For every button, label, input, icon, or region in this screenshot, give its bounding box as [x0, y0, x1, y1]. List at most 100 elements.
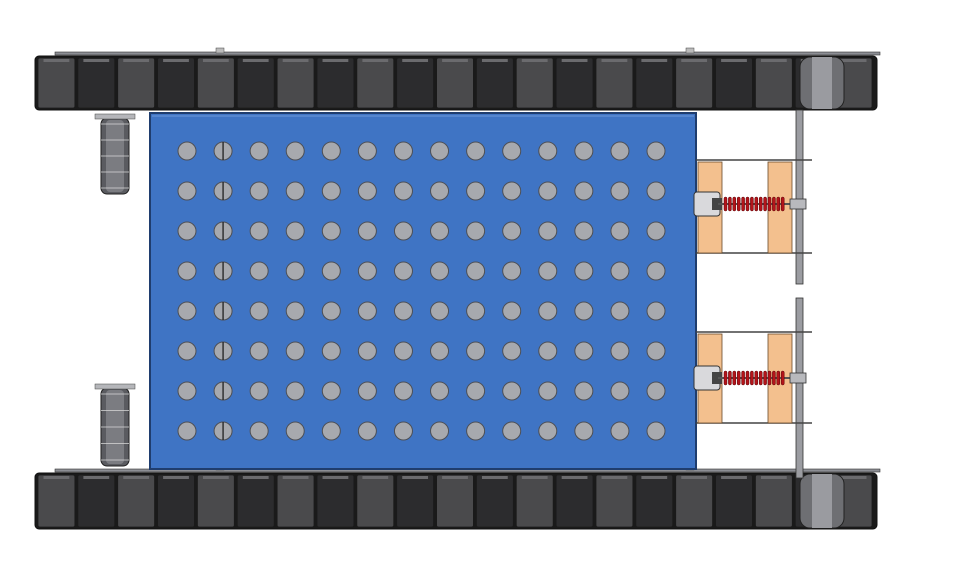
plate-hole — [393, 421, 413, 441]
plate-hole — [393, 301, 413, 321]
top-rim-pin — [685, 47, 695, 54]
plate-hole — [249, 181, 269, 201]
spring-coil — [736, 370, 741, 386]
spring-coil — [754, 196, 759, 212]
plate-hole — [393, 181, 413, 201]
bottom-track-pad-highlight — [163, 476, 189, 479]
plate-hole — [249, 141, 269, 161]
spring-coil — [728, 196, 732, 212]
bottom-track-pad — [396, 474, 434, 528]
spring-coil — [745, 370, 750, 386]
bottom-track-pad — [77, 474, 116, 528]
plate-hole — [177, 381, 197, 401]
plate-hole — [393, 141, 413, 161]
plate-hole — [610, 181, 630, 201]
bottom-track — [34, 464, 881, 530]
bottom-track-pad — [157, 474, 195, 528]
bottom-track-pad — [755, 474, 793, 528]
spring-mount-pin — [712, 372, 722, 384]
plate-hole — [646, 221, 666, 241]
top-track-pad-highlight — [83, 59, 110, 62]
spring-coil — [732, 196, 737, 212]
bottom-track-pad-highlight — [840, 476, 867, 479]
plate-hole — [574, 421, 594, 441]
plate-hole — [285, 381, 305, 401]
top-track-rim — [54, 51, 881, 56]
plate-hole — [502, 261, 522, 281]
top-track-pad — [715, 57, 753, 109]
top-rim-pin — [215, 47, 225, 54]
plate-hole — [466, 261, 486, 281]
plate-hole — [610, 221, 630, 241]
bottom-track-pad — [197, 474, 235, 528]
top-track-pad — [755, 57, 793, 109]
top-track-pad — [117, 57, 155, 109]
top-track-pad — [276, 57, 315, 109]
plate-hole — [610, 301, 630, 321]
plate-hole — [466, 141, 486, 161]
plate-hole — [538, 221, 558, 241]
top-track-pad-highlight — [123, 59, 150, 62]
plate-hole — [357, 221, 377, 241]
spring-coil — [763, 196, 767, 212]
spring-coil — [732, 370, 737, 386]
plate-hole — [177, 141, 197, 161]
plate-hole — [538, 421, 558, 441]
plate-hole — [285, 181, 305, 201]
spring-coil — [776, 370, 781, 386]
plate-hole — [357, 421, 377, 441]
bottom-track-pad-highlight — [681, 476, 708, 479]
plate-hole — [646, 381, 666, 401]
plate-hole — [249, 421, 269, 441]
plate-hole — [249, 301, 269, 321]
plate-hole — [285, 141, 305, 161]
plate-hole — [249, 261, 269, 281]
top-track-pad — [476, 57, 514, 109]
plate-hole — [177, 221, 197, 241]
spring-coil — [745, 196, 750, 212]
bottom-track-pad — [595, 474, 634, 528]
bottom-track-pad-highlight — [282, 476, 309, 479]
spring-coil — [723, 370, 728, 386]
base-plate-surface — [149, 112, 697, 470]
plate-hole — [321, 181, 341, 201]
plate-hole — [430, 421, 450, 441]
top-track-pad — [77, 57, 116, 109]
plate-hole — [646, 261, 666, 281]
spring-coil — [728, 370, 732, 386]
bottom-track-pad — [276, 474, 315, 528]
spring-coil — [754, 370, 759, 386]
bottom-track-pad-highlight — [561, 476, 588, 479]
spring-coil — [772, 370, 776, 386]
top-track-pad-highlight — [202, 59, 229, 62]
plate-hole — [177, 261, 197, 281]
plate-hole — [393, 221, 413, 241]
plate-hole — [502, 141, 522, 161]
top-track-pad-highlight — [43, 59, 70, 62]
plate-hole — [321, 381, 341, 401]
top-track — [34, 47, 881, 111]
plate-hole — [285, 421, 305, 441]
plate-hole — [646, 301, 666, 321]
bottom-track-pad — [436, 474, 474, 528]
plate-hole — [574, 181, 594, 201]
plate-hole — [177, 301, 197, 321]
top-track-pad-highlight — [322, 59, 349, 62]
plate-hole — [538, 301, 558, 321]
plate-hole — [430, 221, 450, 241]
plate-hole — [466, 181, 486, 201]
plate-hole — [610, 141, 630, 161]
idler-roller-cap — [94, 113, 136, 120]
plate-hole-grid — [177, 141, 666, 441]
plate-hole — [538, 181, 558, 201]
top-track-pad — [356, 57, 395, 109]
spring-coil — [758, 370, 763, 386]
top-track-pad-highlight — [282, 59, 309, 62]
plate-hole — [177, 421, 197, 441]
top-track-pad-highlight — [760, 59, 787, 62]
top-track-pad — [396, 57, 434, 109]
top-track-pad — [515, 57, 554, 109]
plate-hole — [574, 141, 594, 161]
spring-coil — [741, 370, 745, 386]
